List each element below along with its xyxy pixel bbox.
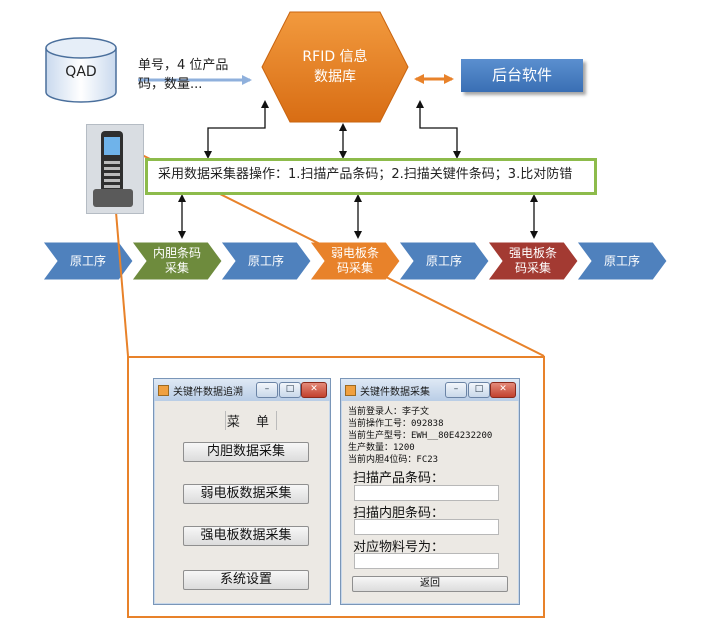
material-number-input[interactable] xyxy=(354,553,499,569)
system-settings-button[interactable]: 系统设置 xyxy=(183,570,309,590)
rfid-label: RFID 信息 数据库 xyxy=(275,47,395,87)
process-step-label-wrap: 强电板条码采集 xyxy=(509,246,557,276)
rfid-database-hexagon xyxy=(261,11,409,123)
minimize-icon[interactable]: – xyxy=(445,382,467,398)
scan-product-label: 扫描产品条码： xyxy=(353,471,445,486)
process-step-label: 强电板条码采集 xyxy=(502,242,564,280)
maximize-icon[interactable]: □ xyxy=(279,382,301,398)
process-step-chevron xyxy=(576,241,668,281)
scan-product-input[interactable] xyxy=(354,485,499,501)
app-icon xyxy=(345,384,356,396)
rfid-label-line2: 数据库 xyxy=(314,69,356,85)
process-step-label-line1: 强电板条 xyxy=(508,246,557,260)
process-step-chevron xyxy=(131,241,223,281)
process-step-chevron xyxy=(487,241,579,281)
info-login-user: 当前登录人：李子文 xyxy=(348,407,430,417)
process-step-chevron xyxy=(398,241,490,281)
maximize-icon[interactable]: □ xyxy=(468,382,490,398)
process-step-label-line2: 采集 xyxy=(164,261,189,275)
info-model: 当前生产型号：EWH__80E4232200 xyxy=(348,431,493,441)
material-number-label: 对应物料号为： xyxy=(353,540,445,555)
minimize-icon[interactable]: – xyxy=(256,382,278,398)
scanner-screen xyxy=(104,137,120,155)
menu-title: 菜 单 xyxy=(225,411,277,430)
window-right-titlebar: 关键件数据采集 – □ ✕ xyxy=(341,379,519,401)
window-left-title: 关键件数据追溯 xyxy=(173,386,243,398)
window-key-parts-collect: 关键件数据采集 – □ ✕ 当前登录人：李子文 当前操作工号：092838 当前… xyxy=(340,378,520,605)
liner-data-collect-button[interactable]: 内胆数据采集 xyxy=(183,442,309,462)
weak-board-data-collect-button[interactable]: 弱电板数据采集 xyxy=(183,484,309,504)
qad-label: QAD xyxy=(65,64,97,80)
scan-liner-input[interactable] xyxy=(354,519,499,535)
process-step-label-line1: 内胆条码 xyxy=(152,246,201,260)
operations-bar: 采用数据采集器操作：1.扫描产品条码；2.扫描关键件条码；3.比对防错 xyxy=(145,158,597,195)
app-icon xyxy=(158,384,169,396)
strong-board-data-collect-button[interactable]: 强电板数据采集 xyxy=(183,526,309,546)
qad-note-line1: 单号，4 位产品 xyxy=(138,58,229,73)
process-step-label-wrap: 内胆条码采集 xyxy=(153,246,201,276)
process-step-label-line1: 弱电板条 xyxy=(330,246,379,260)
process-step-label: 原工序 xyxy=(425,253,462,268)
close-icon[interactable]: ✕ xyxy=(490,382,516,398)
process-step-label: 原工序 xyxy=(603,253,640,268)
process-step-label: 弱电板条码采集 xyxy=(324,242,386,280)
qad-note-line2: 码，数量... xyxy=(138,77,203,92)
info-operator-id: 当前操作工号：092838 xyxy=(348,419,444,429)
scanner-keypad xyxy=(104,161,120,191)
process-step-label-line2: 码采集 xyxy=(336,261,373,275)
qad-database-icon xyxy=(45,37,117,103)
ops-to-rfid-right-arrow xyxy=(416,100,461,159)
scanner-cradle xyxy=(93,189,133,207)
process-step-label: 原工序 xyxy=(247,253,284,268)
process-step-label-line2: 码采集 xyxy=(514,261,551,275)
back-button[interactable]: 返回 xyxy=(352,576,508,592)
info-liner-code: 当前内胆4位码：FC23 xyxy=(348,455,439,465)
window-key-parts-trace: 关键件数据追溯 – □ ✕ 菜 单 内胆数据采集 弱电板数据采集 强电板数据采集… xyxy=(153,378,331,605)
backend-software-box: 后台软件 xyxy=(461,59,583,92)
handheld-scanner-device xyxy=(86,124,144,214)
process-step-chevron xyxy=(220,241,312,281)
rfid-label-line1: RFID 信息 xyxy=(302,49,368,65)
operations-text: 采用数据采集器操作：1.扫描产品条码；2.扫描关键件条码；3.比对防错 xyxy=(158,167,573,182)
process-step-label: 原工序 xyxy=(69,253,106,268)
process-step-label-wrap: 弱电板条码采集 xyxy=(331,246,379,276)
window-left-titlebar: 关键件数据追溯 – □ ✕ xyxy=(154,379,330,401)
scan-liner-label: 扫描内胆条码： xyxy=(353,506,445,521)
qad-note: 单号，4 位产品 码，数量... xyxy=(138,56,248,94)
info-quantity: 生产数量：1200 xyxy=(348,443,415,453)
window-right-title: 关键件数据采集 xyxy=(360,386,430,398)
close-icon[interactable]: ✕ xyxy=(301,382,327,398)
process-step-label: 内胆条码采集 xyxy=(146,242,208,280)
ops-to-rfid-left-arrow xyxy=(204,100,269,159)
